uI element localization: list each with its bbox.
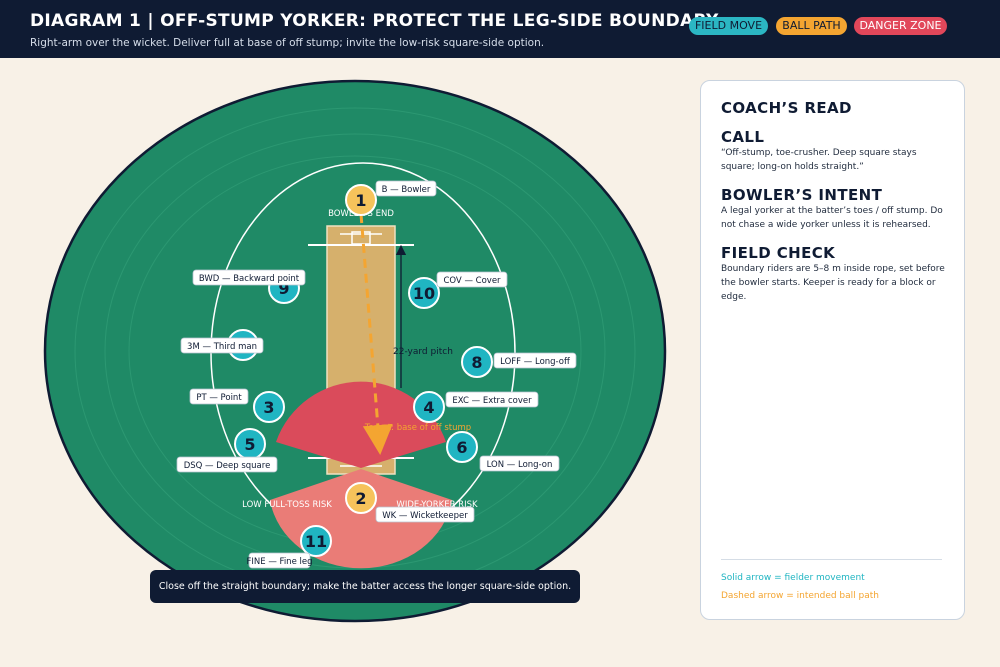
legend-solid-note: Solid arrow = fielder movement — [721, 573, 865, 583]
wide-yorker-label: WIDE-YORKER RISK — [396, 500, 478, 510]
fielder-number: 4 — [423, 398, 434, 417]
coach-panel: COACH’S READ CALL “Off-stump, toe-crushe… — [700, 80, 965, 620]
danger-zone-main — [276, 381, 446, 468]
fielder-label: B — Bowler — [382, 185, 431, 195]
fielders-layer: 1 B — Bowler 2 WK — Wicketkeeper 3 PT — Point… — [176, 180, 577, 569]
fielder-marker — [345, 184, 377, 216]
fielder-label: FINE — Fine leg — [247, 557, 313, 567]
bottom-banner: Close off the straight boundary; make th… — [150, 570, 580, 603]
fielder-label-box — [192, 269, 306, 286]
call-text: “Off-stump, toe-crusher. Deep square sta… — [721, 148, 917, 172]
fielder-label: DSQ — Deep square — [184, 461, 271, 471]
panel-divider — [721, 559, 942, 560]
fielder-label-box — [176, 456, 278, 473]
fielder-label-box — [375, 506, 475, 523]
fielder-label-box — [493, 352, 577, 369]
fielder-label: WK — Wicketkeeper — [382, 511, 468, 521]
check-title: FIELD CHECK — [721, 244, 836, 262]
fielder-number: 11 — [305, 532, 327, 551]
fielder-number: 10 — [413, 284, 435, 303]
fielder-2: 2 WK — Wicketkeeper — [345, 482, 475, 523]
diagram-title: DIAGRAM 1 | OFF-STUMP YORKER: PROTECT TH… — [30, 11, 719, 31]
header-bar: DIAGRAM 1 | OFF-STUMP YORKER: PROTECT TH… — [0, 0, 1000, 58]
fielder-marker — [300, 525, 332, 557]
fielder-marker — [461, 346, 493, 378]
fielder-3: 3 PT — Point — [189, 388, 285, 423]
check-text: Boundary riders are 5–8 m inside rope, s… — [721, 264, 945, 302]
legend-dashed-note: Dashed arrow = intended ball path — [721, 591, 879, 601]
fielder-label-box — [436, 271, 508, 288]
fielder-4: 4 EXC — Extra cover — [413, 391, 539, 423]
fielder-label-box — [189, 388, 249, 405]
fielder-label: 3M — Third man — [187, 342, 257, 352]
fielder-label-box — [479, 455, 560, 472]
fielder-label-box — [180, 337, 264, 354]
fielder-8: 8 LOFF — Long-off — [461, 346, 577, 378]
fielder-label: EXC — Extra cover — [452, 396, 532, 406]
legend-field-move: FIELD MOVE — [689, 17, 768, 35]
ball-path-arrow — [359, 213, 393, 455]
fielder-number: 6 — [456, 438, 467, 457]
fielder-number: 9 — [278, 279, 289, 298]
fielder-marker — [446, 431, 478, 463]
legend-danger-zone: DANGER ZONE — [854, 17, 947, 35]
intent-text: A legal yorker at the batter’s toes / of… — [721, 206, 943, 230]
pitch-length-label: 22-yard pitch — [393, 347, 453, 357]
fielder-number: 2 — [355, 489, 366, 508]
call-title: CALL — [721, 128, 765, 146]
legend-ball-path: BALL PATH — [776, 17, 847, 35]
fielder-label: COV — Cover — [443, 276, 501, 286]
low-full-toss-label: LOW FULL-TOSS RISK — [242, 500, 332, 510]
fielder-marker — [253, 391, 285, 423]
fielder-label-box — [445, 391, 539, 408]
fielder-label: PT — Point — [196, 393, 242, 403]
fielder-1: 1 B — Bowler — [345, 180, 437, 216]
fielder-number: 5 — [244, 435, 255, 454]
fielder-label-box — [375, 180, 437, 197]
intent-title: BOWLER’S INTENT — [721, 186, 883, 204]
fielder-7: 73M — Third man — [180, 329, 264, 361]
fielder-10: 10 COV — Cover — [408, 271, 508, 309]
fielder-marker — [408, 277, 440, 309]
fielder-number: 3 — [263, 398, 274, 417]
cricket-field-diagram: 22-yard pitch BOWLER’S END Target: base … — [43, 79, 667, 623]
fielder-label: BWD — Backward point — [199, 274, 300, 284]
fielder-number: 8 — [471, 353, 482, 372]
fielder-marker — [413, 391, 445, 423]
target-label: Target: base of off stump — [364, 423, 471, 433]
fielder-number: 1 — [355, 191, 366, 210]
fielder-label-box — [248, 552, 311, 569]
diagram-subtitle: Right-arm over the wicket. Deliver full … — [30, 37, 545, 49]
fielder-label: LON — Long-on — [487, 460, 553, 470]
fielder-label: LOFF — Long-off — [500, 357, 571, 367]
fielder-marker — [345, 482, 377, 514]
panel-heading: COACH’S READ — [721, 99, 852, 117]
